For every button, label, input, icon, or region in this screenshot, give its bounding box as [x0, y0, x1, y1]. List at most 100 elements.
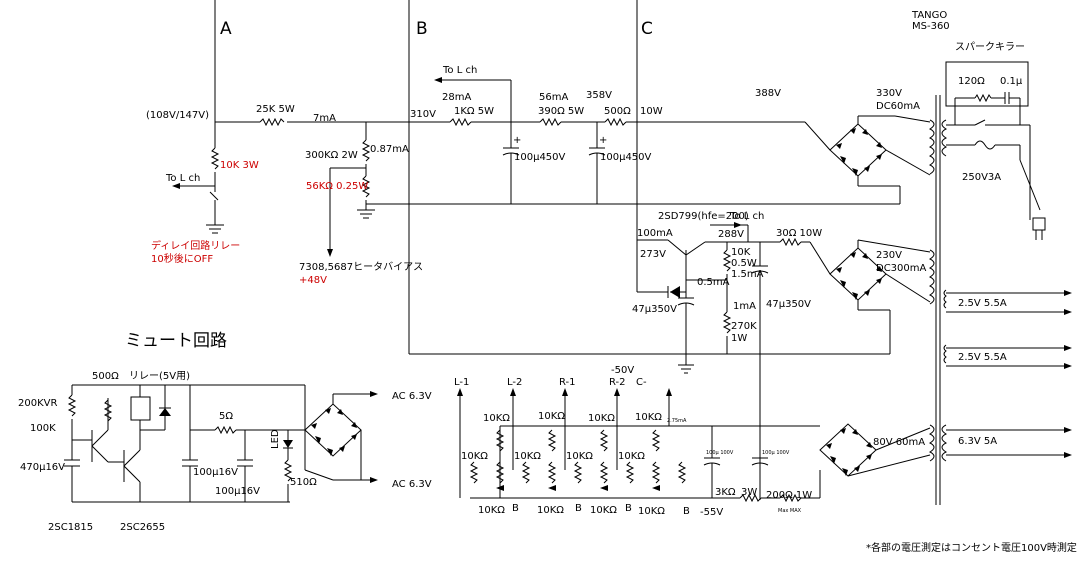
resistor-10k-watt: 0.5W: [731, 258, 757, 269]
bias-pot-top-2: 10KΩ: [538, 411, 565, 422]
voltage-310: 310V: [410, 109, 436, 120]
led-symbol: [283, 440, 293, 448]
resistor-10k3w-label: 10K 3W: [220, 160, 259, 171]
mute-tr-2: 2SC2655: [120, 522, 165, 533]
bridge-rectifier-1: [829, 115, 931, 204]
svg-text:+: +: [513, 135, 521, 146]
current-1ma: 1mA: [733, 301, 756, 312]
resistor-500-label: 500Ω: [604, 106, 631, 117]
bias-lead-l1: L-1: [454, 377, 469, 388]
mute-ac-1: AC 6.3V: [392, 391, 432, 402]
bias-b-2: B: [575, 503, 582, 514]
section-label-a: A: [220, 19, 232, 39]
resistor-25k-label: 25K 5W: [256, 104, 295, 115]
transformer-model: MS-360: [912, 21, 950, 32]
bias-resistor-200: 200Ω 1W: [766, 490, 812, 501]
mute-title: ミュート回路: [125, 331, 227, 351]
current-56ma: 56mA: [539, 92, 568, 103]
fuse-label: 250V3A: [962, 172, 1001, 183]
cap-47u-b-label: 47μ350V: [766, 299, 811, 310]
mute-vr-200k: 200KVR: [18, 398, 57, 409]
bias-pot-top-1: 10KΩ: [483, 413, 510, 424]
to-lch-c-label: To L ch: [729, 211, 764, 222]
transformer-name: TANGO: [911, 10, 947, 21]
current-7ma: 7mA: [313, 113, 336, 124]
bias-pot-bot-3: 10KΩ: [590, 505, 617, 516]
fuse-symbol: [974, 140, 996, 150]
transistor-2sd799: 2SD799(hfe=200): [658, 211, 749, 222]
bias-lead-c: C-: [636, 377, 647, 388]
cap-100u-b-label: 100μ450V: [600, 152, 652, 163]
resistor-30-label: 30Ω 10W: [776, 228, 822, 239]
voltage-388: 388V: [755, 88, 781, 99]
voltage-a: (108V/147V): [146, 110, 209, 121]
mute-resistor-100k: 100K: [30, 423, 56, 434]
voltage-288: 288V: [718, 229, 744, 240]
current-15ma: 1.5mA: [731, 269, 764, 280]
voltage-358: 358V: [586, 90, 612, 101]
mute-resistor-500: 500Ω: [92, 371, 119, 382]
bias-pot-top-3: 10KΩ: [588, 413, 615, 424]
bias-pot-mid-4: 10KΩ: [618, 451, 645, 462]
bias-pot-bot-1: 10KΩ: [478, 505, 505, 516]
bias-lead-r2: R-2: [609, 377, 626, 388]
bias-resistor-3k-watt: 3W: [741, 487, 757, 498]
mute-ac-2: AC 6.3V: [392, 479, 432, 490]
resistor-10k-label: 10K: [731, 247, 751, 258]
resistor-56k-label: 56KΩ 0.25W: [306, 181, 368, 192]
sec-80: 80V 60mA: [873, 437, 925, 448]
resistor-390: [539, 117, 562, 127]
svg-text:+: +: [599, 135, 607, 146]
heater-out-1: 2.5V 5.5A: [958, 298, 1007, 309]
bias-small-current: 2.75mA: [667, 418, 687, 424]
mute-circuit: [64, 384, 306, 503]
sec-330-current: DC60mA: [876, 101, 920, 112]
filter-capacitors: [502, 122, 606, 204]
bias-b-3: B: [625, 503, 632, 514]
bias-pot-mid-1: 10KΩ: [461, 451, 488, 462]
section-label-b: B: [416, 19, 428, 39]
current-05ma: 0.5mA: [697, 277, 730, 288]
bridge-rectifier-2: [829, 239, 931, 354]
resistor-300k: [361, 139, 371, 162]
sec-230-current: DC300mA: [876, 263, 927, 274]
bias-b-4: B: [683, 506, 690, 517]
bias-pot-bot-2: 10KΩ: [537, 505, 564, 516]
voltage-273: 273V: [640, 249, 666, 260]
bias-voltage-m55: -55V: [700, 507, 723, 518]
power-transformer: [928, 95, 948, 505]
resistor-390-label: 390Ω 5W: [538, 106, 584, 117]
bias-pot-mid-2: 10KΩ: [514, 451, 541, 462]
mute-relay-label: リレー(5V用): [129, 371, 190, 382]
current-087: 0.87mA: [370, 144, 409, 155]
current-100ma: 100mA: [637, 228, 673, 239]
heater-regulator: [409, 122, 890, 500]
heater-out-3: 6.3V 5A: [958, 436, 997, 447]
b-plus-rail: [215, 117, 831, 151]
cap-47u-a-label: 47μ350V: [632, 304, 677, 315]
heater-out-2: 2.5V 5.5A: [958, 352, 1007, 363]
bias-small-cap-2: 100μ 100V: [762, 450, 790, 456]
cap-100u-a-label: 100μ450V: [514, 152, 566, 163]
section-a-branch: [172, 122, 224, 234]
bias-lead-r1: R-1: [559, 377, 576, 388]
mute-cap-100a: 100μ16V: [193, 467, 238, 478]
resistor-270k-watt: 1W: [731, 333, 747, 344]
to-lch-b-label: To L ch: [442, 65, 477, 76]
relay-note-2: 10秒後にOFF: [151, 252, 213, 265]
resistor-1k: [449, 117, 472, 127]
resistor-300k-label: 300KΩ 2W: [305, 150, 358, 161]
mute-cap-470: 470μ16V: [20, 462, 65, 473]
resistor-56k: [361, 175, 371, 198]
heater-bias-divider: [327, 122, 900, 257]
spark-killer: [945, 61, 1046, 240]
resistor-500: [604, 117, 627, 127]
bias-pot-top-4: 10KΩ: [635, 412, 662, 423]
bridge-rectifier-4: [304, 391, 378, 483]
bias-voltage-m50: -50V: [611, 365, 634, 376]
resistor-25k: [259, 117, 285, 127]
resistor-10k3w: [210, 147, 220, 170]
mute-resistor-510: 510Ω: [290, 477, 317, 488]
